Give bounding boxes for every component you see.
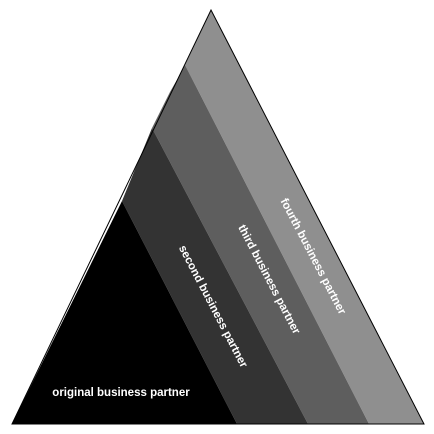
band-third (152, 65, 369, 424)
band-original (12, 201, 237, 424)
label-original: original business partner (52, 387, 190, 399)
band-second (122, 128, 308, 424)
triangle-outline (11, 8, 425, 425)
band-fourth (185, 10, 424, 424)
